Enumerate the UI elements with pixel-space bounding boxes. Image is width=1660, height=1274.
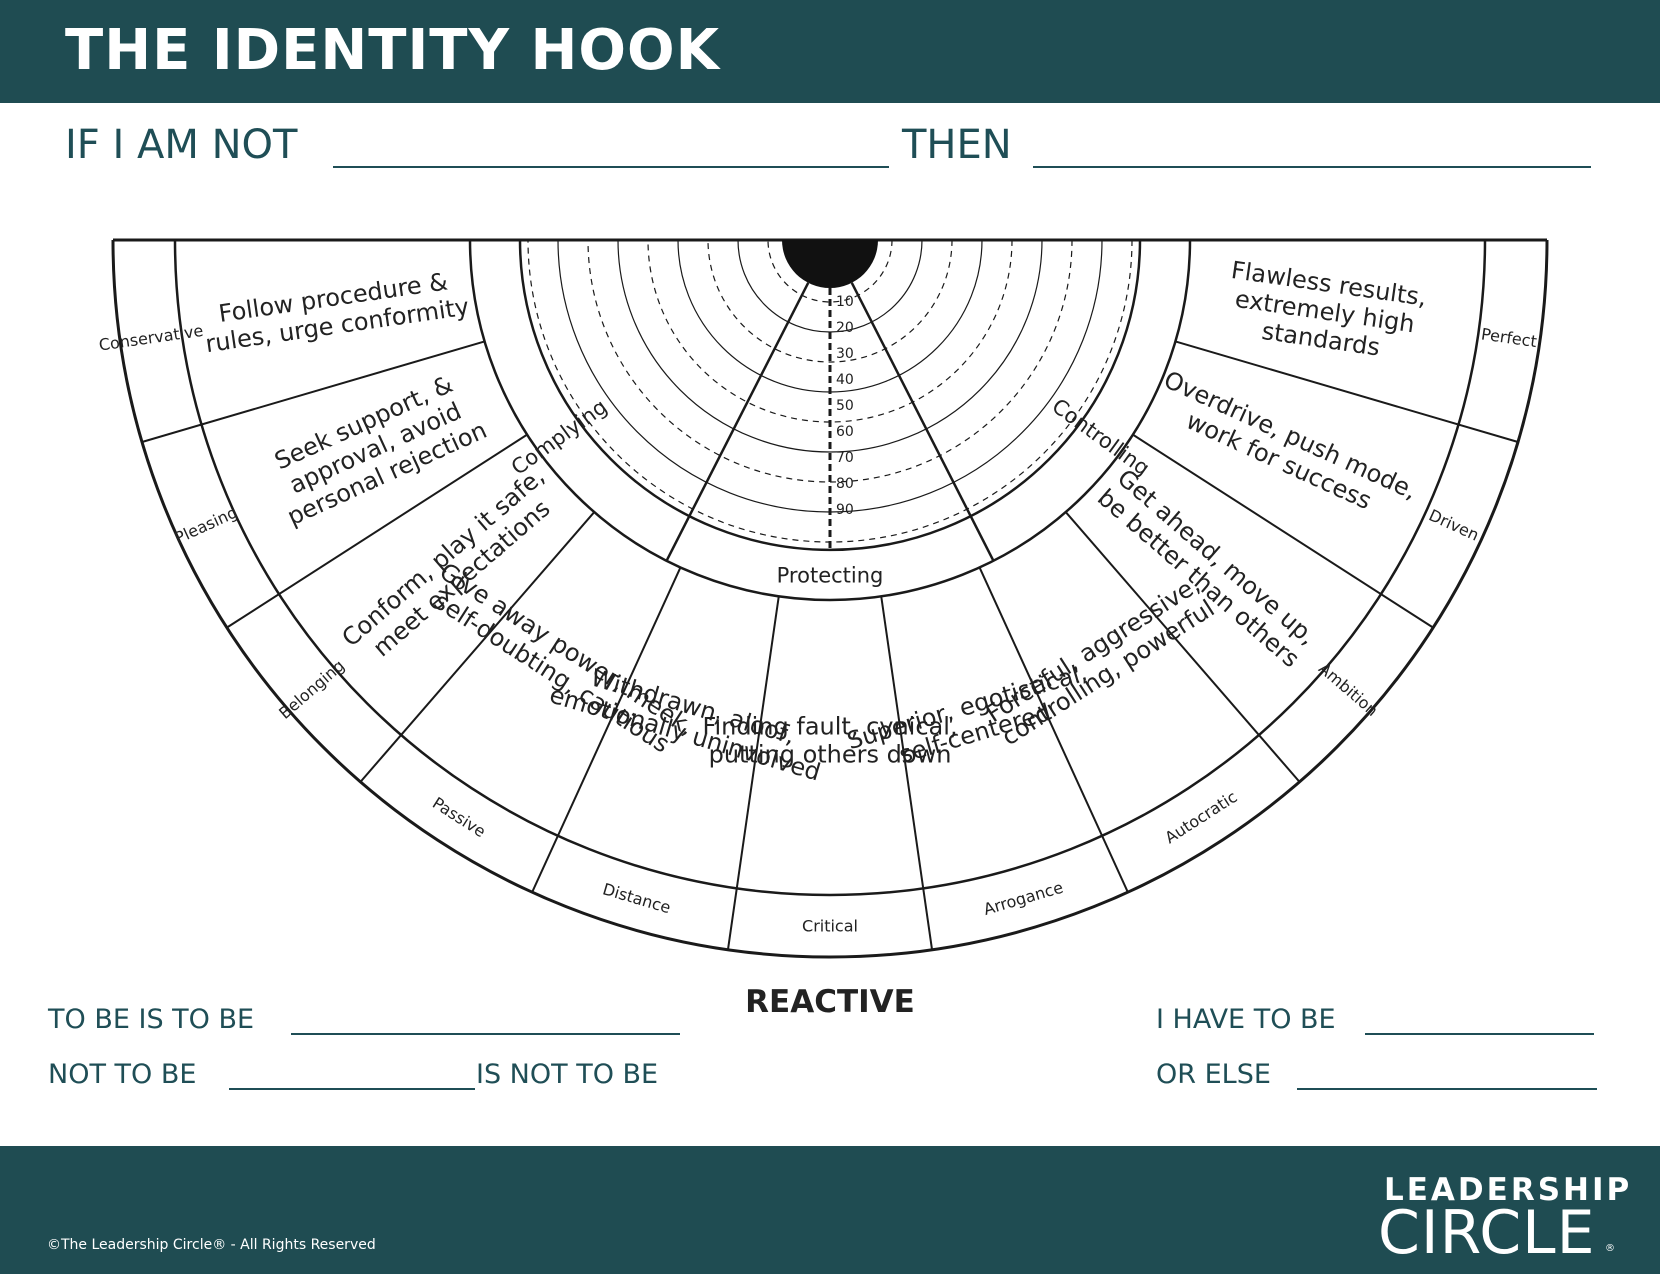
segment-description: Forceful, aggressive, (981, 570, 1205, 728)
segment-description: putting others down (709, 740, 952, 768)
wheel-outer-ring (111, 239, 1549, 959)
segment-outer-label-group: Autocratic (1161, 787, 1240, 847)
segment-divider (726, 596, 780, 950)
segment-outer-label: Belonging (275, 656, 348, 723)
scale-ring-2 (737, 239, 923, 333)
segment-outer-label-group: Belonging (275, 656, 348, 723)
have-to-be-blank[interactable] (1365, 1033, 1594, 1035)
wheel-scale-ring (518, 239, 1142, 552)
copyright-text: ©The Leadership Circle® - All Rights Res… (47, 1237, 376, 1253)
segment-outer-label-group: Driven (1426, 505, 1482, 544)
segment-outer-label: Autocratic (1161, 787, 1240, 847)
header-bar (0, 0, 1660, 103)
segment-outer-label: Conservative (98, 321, 205, 355)
category-label-protecting: Protecting (777, 563, 884, 587)
segment-divider (1175, 340, 1519, 443)
segment-outer-label: Ambition (1315, 659, 1382, 720)
logo-registered-mark: ® (1605, 1243, 1615, 1254)
segment-description: Finding fault, cynical, (702, 712, 957, 740)
wheel-segment-ring (173, 239, 1487, 897)
segment-outer-label: Perfect (1480, 324, 1538, 351)
segment-outer-label-group: Distance (600, 879, 672, 917)
scale-label: 50 (836, 398, 854, 414)
segment-outer-label: Distance (600, 879, 672, 917)
prompt-then-blank[interactable] (1033, 166, 1591, 168)
segment-divider (1064, 511, 1301, 783)
segment-outer-label-group: Perfect (1480, 324, 1538, 351)
scale-label: 70 (836, 450, 854, 466)
category-divider (850, 282, 995, 562)
reactive-label: REACTIVE (745, 984, 915, 1020)
segment-outer-label-group: Ambition (1315, 659, 1382, 720)
segment-description-group: Finding fault, cynical,putting others do… (702, 712, 957, 768)
segment-description-group: Forceful, aggressive,controlling, powerf… (981, 570, 1219, 751)
segment-outer-label: Driven (1426, 505, 1482, 544)
to-be-label: TO BE IS TO BE (48, 1004, 255, 1035)
is-not-to-be-label: IS NOT TO BE (476, 1059, 659, 1090)
segment-outer-label-group: Conservative (98, 321, 205, 355)
segment-outer-label: Passive (429, 793, 489, 841)
segment-outer-label-group: Arrogance (981, 878, 1065, 919)
prompt-if-label: IF I AM NOT (65, 122, 298, 168)
wheel-labels: 10 20 30 40 50 60 70 80 90 Follow procedure &rule… (98, 256, 1538, 1020)
scale-label: 10 (836, 294, 854, 310)
or-else-label: OR ELSE (1156, 1059, 1271, 1090)
category-divider (665, 282, 810, 562)
scale-label: 30 (836, 346, 854, 362)
segment-outer-label: Arrogance (981, 878, 1065, 919)
prompt-then-label: THEN (902, 122, 1012, 168)
segment-divider (880, 596, 934, 950)
scale-ring-6 (617, 239, 1043, 453)
segment-divider (226, 433, 528, 629)
segment-description-group: Follow procedure &rules, urge conformity (204, 267, 471, 358)
not-to-be-blank[interactable] (229, 1088, 475, 1090)
segment-outer-label-group: Pleasing (172, 503, 241, 548)
page-title: THE IDENTITY HOOK (65, 18, 721, 83)
or-else-blank[interactable] (1297, 1088, 1597, 1090)
scale-label: 40 (836, 372, 854, 388)
segment-outer-label-group: Passive (429, 793, 489, 841)
category-label-protecting-group: Protecting (777, 563, 884, 587)
wheel-center-dot (782, 240, 878, 288)
segment-outer-label: Pleasing (172, 503, 241, 548)
prompt-if-blank[interactable] (333, 166, 889, 168)
have-to-be-label: I HAVE TO BE (1156, 1004, 1336, 1035)
segment-divider (141, 340, 485, 443)
segment-divider (531, 567, 682, 893)
segment-divider (1132, 433, 1434, 629)
to-be-blank[interactable] (291, 1033, 680, 1035)
segment-divider (978, 567, 1129, 893)
segment-divider (359, 511, 596, 783)
wheel-dividers (141, 282, 1519, 950)
footer-bar (0, 1146, 1660, 1274)
segment-description-group: Overdrive, push mode,work for success (1160, 366, 1422, 516)
not-to-be-label: NOT TO BE (48, 1059, 197, 1090)
scale-ring-1 (767, 239, 893, 303)
wheel-category-ring (468, 239, 1192, 602)
scale-ring-3 (707, 239, 953, 363)
scale-label: 60 (836, 424, 854, 440)
scale-label: 20 (836, 320, 854, 336)
scale-label: 90 (836, 502, 854, 518)
logo-wordmark-top: LEADERSHIP (1384, 1172, 1633, 1208)
scale-label: 80 (836, 476, 854, 492)
logo-wordmark-bottom: CIRCLE (1378, 1198, 1596, 1268)
segment-outer-label: Critical (802, 917, 858, 936)
segment-outer-label-group: Critical (802, 917, 858, 936)
